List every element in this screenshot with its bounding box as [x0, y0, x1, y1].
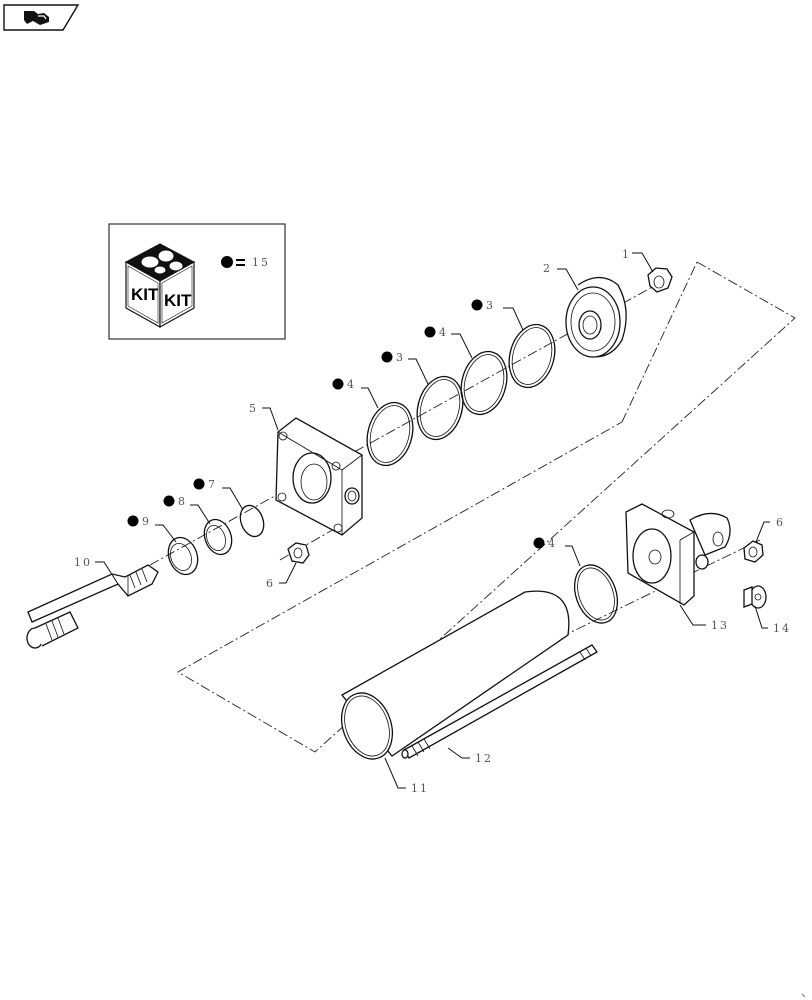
callout-4a: 4 — [439, 326, 448, 339]
part-4-o-ring-c[interactable] — [567, 559, 625, 629]
callout-4c: 4 — [548, 537, 557, 550]
kit-label-left: KIT — [131, 285, 159, 304]
part-6-nut-b[interactable] — [743, 540, 764, 563]
callout-4b: 4 — [347, 378, 356, 391]
part-3-seal-ring-b[interactable] — [410, 371, 469, 444]
kit-bullet-icon — [127, 515, 139, 527]
back-button[interactable] — [3, 4, 80, 31]
callout-3b: 3 — [396, 351, 405, 364]
kit-part-number: 15 — [252, 256, 270, 269]
kit-bullet-icon — [332, 378, 344, 390]
callout-6b: 6 — [776, 516, 785, 529]
part-14-plug[interactable] — [743, 585, 767, 609]
part-10-piston-rod[interactable] — [26, 564, 159, 649]
kit-bullet-icon — [221, 256, 233, 268]
kit-box-icon: KIT KIT — [124, 243, 196, 329]
callout-5: 5 — [249, 402, 258, 415]
part-4-o-ring-b[interactable] — [360, 397, 419, 470]
kit-legend: KIT KIT 15 — [108, 223, 286, 340]
part-8-rod-seal[interactable] — [200, 516, 237, 559]
kit-bullet-icon — [193, 478, 205, 490]
kit-bullet-icon — [381, 351, 393, 363]
corner-mark — [801, 993, 806, 998]
callout-1: 1 — [622, 248, 631, 261]
callout-9: 9 — [142, 515, 151, 528]
assembly-outline — [177, 261, 796, 753]
callout-14: 14 — [773, 622, 791, 635]
part-12-tie-rod[interactable] — [401, 644, 598, 759]
callout-11: 11 — [411, 782, 429, 795]
leader-lines — [95, 252, 770, 789]
kit-bullet-icon — [163, 495, 175, 507]
kit-label-right: KIT — [164, 291, 192, 310]
kit-bullet-icon — [471, 299, 483, 311]
part-7-snap-ring[interactable] — [236, 502, 268, 540]
callout-3a: 3 — [486, 299, 495, 312]
part-2-piston[interactable] — [565, 276, 627, 358]
callout-12: 12 — [475, 752, 493, 765]
part-3-seal-ring-a[interactable] — [502, 319, 561, 392]
callout-6a: 6 — [266, 577, 275, 590]
part-6-nut-a[interactable] — [287, 542, 310, 564]
part-1-nut[interactable] — [647, 267, 673, 293]
callout-2: 2 — [543, 262, 552, 275]
callout-7: 7 — [208, 478, 217, 491]
callout-8: 8 — [178, 495, 187, 508]
callouts: 1 2 3 4 3 4 5 7 8 9 10 6 4 6 13 14 11 12 — [74, 248, 791, 795]
callout-13: 13 — [711, 619, 729, 632]
part-5-rod-end-cap[interactable] — [275, 417, 363, 536]
part-11-barrel[interactable] — [333, 590, 570, 766]
kit-bullet-icon — [424, 326, 436, 338]
part-13-base-end-cap[interactable] — [625, 503, 731, 606]
callout-10: 10 — [74, 556, 92, 569]
kit-bullet-icon — [533, 537, 545, 549]
hand-pointing-left-icon — [24, 11, 49, 25]
part-9-wiper[interactable] — [163, 533, 202, 578]
part-4-o-ring-a[interactable] — [454, 346, 513, 419]
